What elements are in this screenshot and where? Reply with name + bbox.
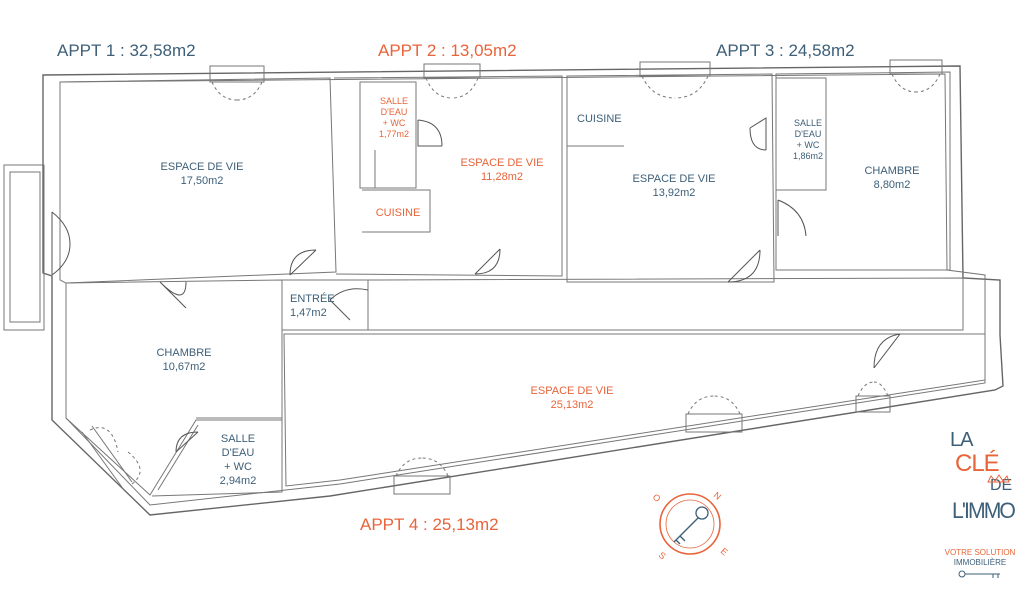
doors xyxy=(51,117,901,453)
room-label-a1-salle-2: D'EAU xyxy=(222,447,255,459)
room-label-a3-salle-2: D'EAU xyxy=(795,129,822,139)
room-label-a1-vie: ESPACE DE VIE xyxy=(161,161,244,173)
compass-o: O xyxy=(651,492,663,504)
room-area-a1-vie: 17,50m2 xyxy=(181,175,224,187)
logo-line3: L'IMMO xyxy=(952,498,1016,523)
room-label-a2-salle-2: D'EAU xyxy=(381,107,408,117)
room-area-a4-vie: 25,13m2 xyxy=(551,399,594,411)
crown-icon xyxy=(987,474,1010,483)
room-label-a2-salle-3: + WC xyxy=(383,118,406,128)
room-label-a2-salle-1: SALLE xyxy=(380,96,408,106)
room-label-a1-salle-3: + WC xyxy=(224,461,252,473)
compass-e: E xyxy=(719,546,730,558)
key-compass-icon: N E S O xyxy=(651,490,730,562)
compass-s: S xyxy=(657,550,668,562)
interior-walls xyxy=(59,71,986,497)
room-label-a3-cuisine: CUISINE xyxy=(577,113,622,125)
compass-n: N xyxy=(712,490,723,502)
room-area-a3-salle: 1,86m2 xyxy=(793,151,823,161)
room-area-a2-salle: 1,77m2 xyxy=(379,129,409,139)
appt4-header: APPT 4 : 25,13m2 xyxy=(360,515,499,534)
key-logo-icon xyxy=(958,570,1000,578)
room-area-a1-chambre: 10,67m2 xyxy=(163,361,206,373)
room-label-a3-salle-3: + WC xyxy=(797,140,820,150)
room-label-a3-salle-1: SALLE xyxy=(794,118,822,128)
brand-logo: LA CLÉ DE L'IMMO VOTRE SOLUTION IMMOBILI… xyxy=(945,429,1018,578)
room-label-a1-salle-1: SALLE xyxy=(221,433,255,445)
room-label-a1-chambre: CHAMBRE xyxy=(156,347,211,359)
room-label-a2-cuisine: CUISINE xyxy=(376,207,421,219)
room-label-a3-chambre: CHAMBRE xyxy=(864,165,919,177)
room-area-a1-entree: 1,47m2 xyxy=(290,307,327,319)
logo-line1: LA xyxy=(950,429,974,451)
room-area-a1-salle: 2,94m2 xyxy=(220,475,257,487)
outer-walls xyxy=(3,65,1004,516)
logo-line2: CLÉ xyxy=(955,450,999,477)
room-label-a1-entree: ENTRÉE xyxy=(290,292,335,305)
logo-tagline-2: IMMOBILIÈRE xyxy=(954,558,1006,567)
appt2-header: APPT 2 : 13,05m2 xyxy=(378,41,517,60)
room-label-a3-vie: ESPACE DE VIE xyxy=(633,173,716,185)
windows xyxy=(81,59,943,495)
room-area-a2-vie: 11,28m2 xyxy=(481,171,523,183)
appt3-header: APPT 3 : 24,58m2 xyxy=(716,41,855,60)
room-area-a3-chambre: 8,80m2 xyxy=(874,179,911,191)
logo-tagline-1: VOTRE SOLUTION xyxy=(945,548,1016,557)
logo-line2b: DE xyxy=(990,477,1012,494)
room-label-a4-vie: ESPACE DE VIE xyxy=(531,385,614,397)
room-label-a2-vie: ESPACE DE VIE xyxy=(461,157,544,169)
appt1-header: APPT 1 : 32,58m2 xyxy=(57,41,196,60)
room-area-a3-vie: 13,92m2 xyxy=(653,187,696,199)
